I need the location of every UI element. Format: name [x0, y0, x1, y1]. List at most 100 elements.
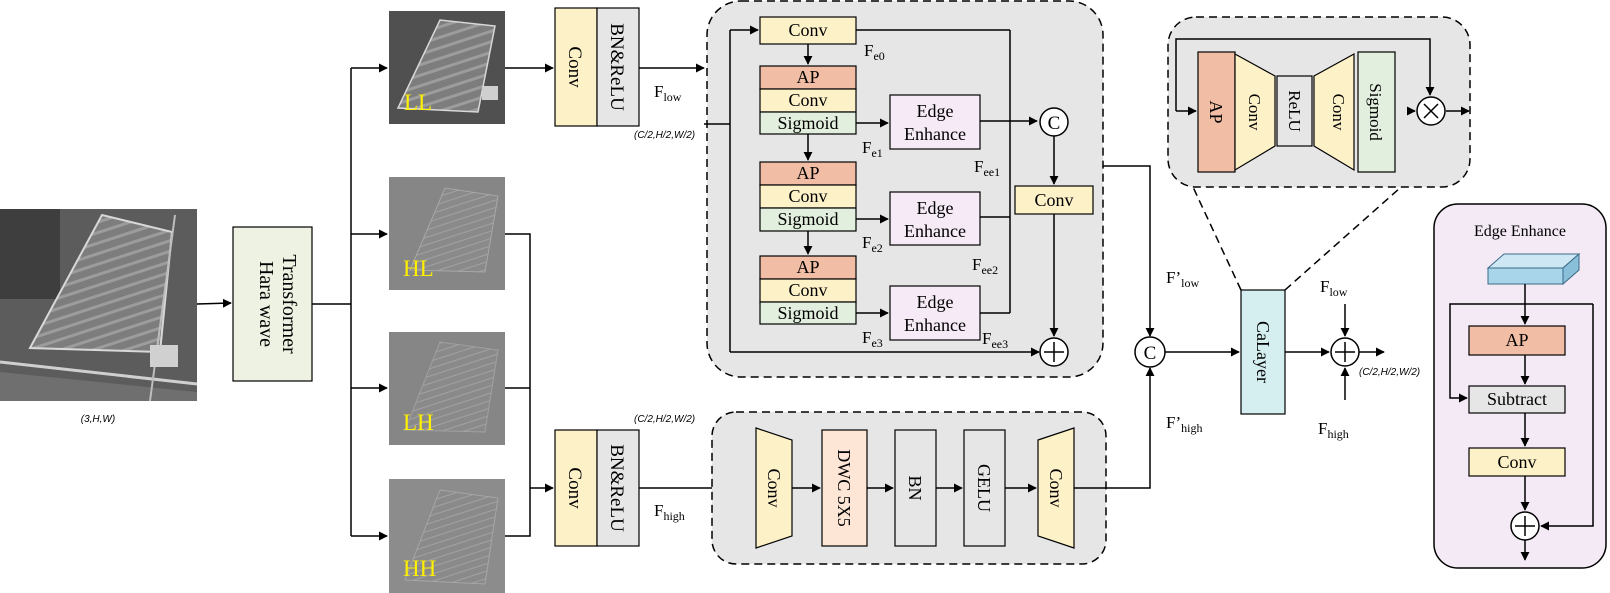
high-bn-label: BN — [905, 475, 925, 500]
calayer-multiply — [1416, 96, 1446, 126]
high-dims: (C/2,H/2,W/2) — [634, 414, 695, 425]
fusion-concat-symbol: C — [1144, 343, 1157, 364]
edge-stack-3: AP Conv Sigmoid — [759, 255, 857, 325]
high-merge-connectors — [505, 233, 554, 537]
fusion-concat: C — [1134, 336, 1166, 368]
subband-hh: HH — [389, 479, 505, 593]
fusion-add — [1330, 337, 1360, 367]
stack3-sigmoid: Sigmoid — [777, 303, 838, 323]
calayer-ap: AP — [1197, 51, 1236, 173]
high-bnrelu-label: BN&ReLU — [606, 444, 627, 532]
input-image — [0, 209, 198, 402]
output-dims: (C/2,H/2,W/2) — [1359, 367, 1420, 378]
edge-right-conv-label: Conv — [1034, 190, 1073, 210]
stack1-conv: Conv — [788, 90, 827, 110]
fe2-label: Fe2 — [862, 233, 883, 255]
f-high-label: Fhigh — [654, 501, 685, 523]
f-low-label: Flow — [654, 82, 682, 104]
edge-stack-2: AP Conv Sigmoid — [759, 161, 857, 232]
subband-lh-label: LH — [403, 410, 434, 435]
high-dwc: DWC 5X5 — [821, 429, 868, 547]
zoom-lines — [1185, 171, 1419, 291]
high-conv-1-label: Conv — [764, 468, 784, 507]
high-conv-2-label: Conv — [1046, 468, 1066, 507]
low-bnrelu-label: BN&ReLU — [606, 23, 627, 111]
calayer-label: CaLayer — [1253, 321, 1273, 383]
subband-ll-label: LL — [404, 90, 432, 115]
fusion-f-low-label: Flow — [1320, 277, 1348, 299]
edge-add — [1039, 337, 1069, 367]
subband-hl: HL — [389, 177, 505, 290]
fusion-f-high-label: Fhigh — [1318, 419, 1349, 441]
edge-left-rail — [704, 25, 1040, 357]
edge-output-connectors — [856, 29, 1038, 314]
fee3-label: Fee3 — [982, 329, 1008, 351]
hara-wave-transformer: Hara wave Transformer — [232, 226, 313, 382]
calayer-relu: ReLU — [1276, 75, 1313, 147]
feature-slab-icon — [1486, 252, 1581, 286]
sigmoid-to-edge-arrows — [856, 118, 889, 318]
edge-concat-symbol: C — [1048, 113, 1061, 134]
stack3-conv: Conv — [788, 280, 827, 300]
edge-detail-conv: Conv — [1468, 447, 1566, 477]
stack1-ap: AP — [796, 67, 819, 87]
high-conv-1: Conv — [755, 427, 793, 549]
input-arrow — [196, 298, 232, 308]
edge-enhance-3: Edge Enhance — [889, 285, 981, 341]
transformer-line2: Transformer — [278, 254, 300, 354]
calayer-box: CaLayer — [1240, 289, 1286, 415]
high-conv-block: Conv BN&ReLU — [554, 429, 640, 547]
edge-detail-ap-label: AP — [1505, 330, 1528, 350]
high-conv-label: Conv — [564, 467, 585, 509]
edge-enhance-2: Edge Enhance — [889, 191, 981, 246]
calayer-conv-1: Conv — [1234, 52, 1276, 172]
low-dims: (C/2,H/2,W/2) — [634, 130, 695, 141]
calayer-detail-connectors — [1175, 38, 1470, 116]
fee2-label: Fee2 — [972, 255, 998, 277]
stack1-sigmoid: Sigmoid — [777, 113, 838, 133]
calayer-conv-1-label: Conv — [1245, 94, 1264, 131]
edge-top-conv-label: Conv — [788, 20, 827, 40]
edge-detail-conv-label: Conv — [1497, 452, 1536, 472]
f-low-prime-label: F’low — [1166, 268, 1199, 290]
stack2-ap: AP — [796, 163, 819, 183]
fusion-connectors — [1074, 165, 1240, 489]
subband-ll: LL — [389, 11, 505, 124]
stack3-ap: AP — [796, 257, 819, 277]
input-dims: (3,H,W) — [81, 414, 115, 425]
calayer-sigmoid-label: Sigmoid — [1366, 83, 1385, 141]
fee1-label: Fee1 — [974, 157, 1000, 179]
subband-hl-label: HL — [403, 256, 434, 281]
edge-enhance-1-line2: Enhance — [904, 124, 966, 144]
edge-enhance-1-line1: Edge — [917, 101, 954, 121]
calayer-conv-2: Conv — [1313, 52, 1355, 172]
calayer-sigmoid: Sigmoid — [1357, 51, 1396, 173]
edge-concat: C — [1039, 107, 1069, 137]
edge-enhance-2-line1: Edge — [917, 198, 954, 218]
subband-lh: LH — [389, 332, 505, 445]
high-gelu: GELU — [963, 429, 1006, 547]
fe0-label: Fe0 — [864, 41, 885, 63]
edge-stack-1: AP Conv Sigmoid — [759, 65, 857, 135]
edge-enhance-detail-title: Edge Enhance — [1474, 223, 1566, 240]
calayer-conv-2-label: Conv — [1329, 94, 1348, 131]
edge-detail-add — [1510, 511, 1540, 541]
edge-detail-connectors — [1449, 284, 1594, 561]
edge-detail-ap: AP — [1468, 325, 1566, 356]
edge-enhance-3-line2: Enhance — [904, 315, 966, 335]
stack2-sigmoid: Sigmoid — [777, 209, 838, 229]
fe3-label: Fe3 — [862, 328, 883, 350]
high-bn: BN — [894, 429, 937, 547]
transformer-line1: Hara wave — [255, 261, 277, 347]
edge-detail-subtract-label: Subtract — [1487, 389, 1547, 409]
subband-hh-label: HH — [403, 556, 436, 581]
high-dwc-label: DWC 5X5 — [834, 449, 854, 527]
high-gelu-label: GELU — [974, 464, 994, 512]
edge-right-conv: Conv — [1014, 185, 1094, 215]
edge-enhance-1: Edge Enhance — [889, 94, 981, 150]
edge-enhance-2-line2: Enhance — [904, 221, 966, 241]
edge-top-conv: Conv — [759, 16, 857, 45]
calayer-relu-label: ReLU — [1285, 90, 1304, 132]
split-connectors — [312, 63, 388, 541]
